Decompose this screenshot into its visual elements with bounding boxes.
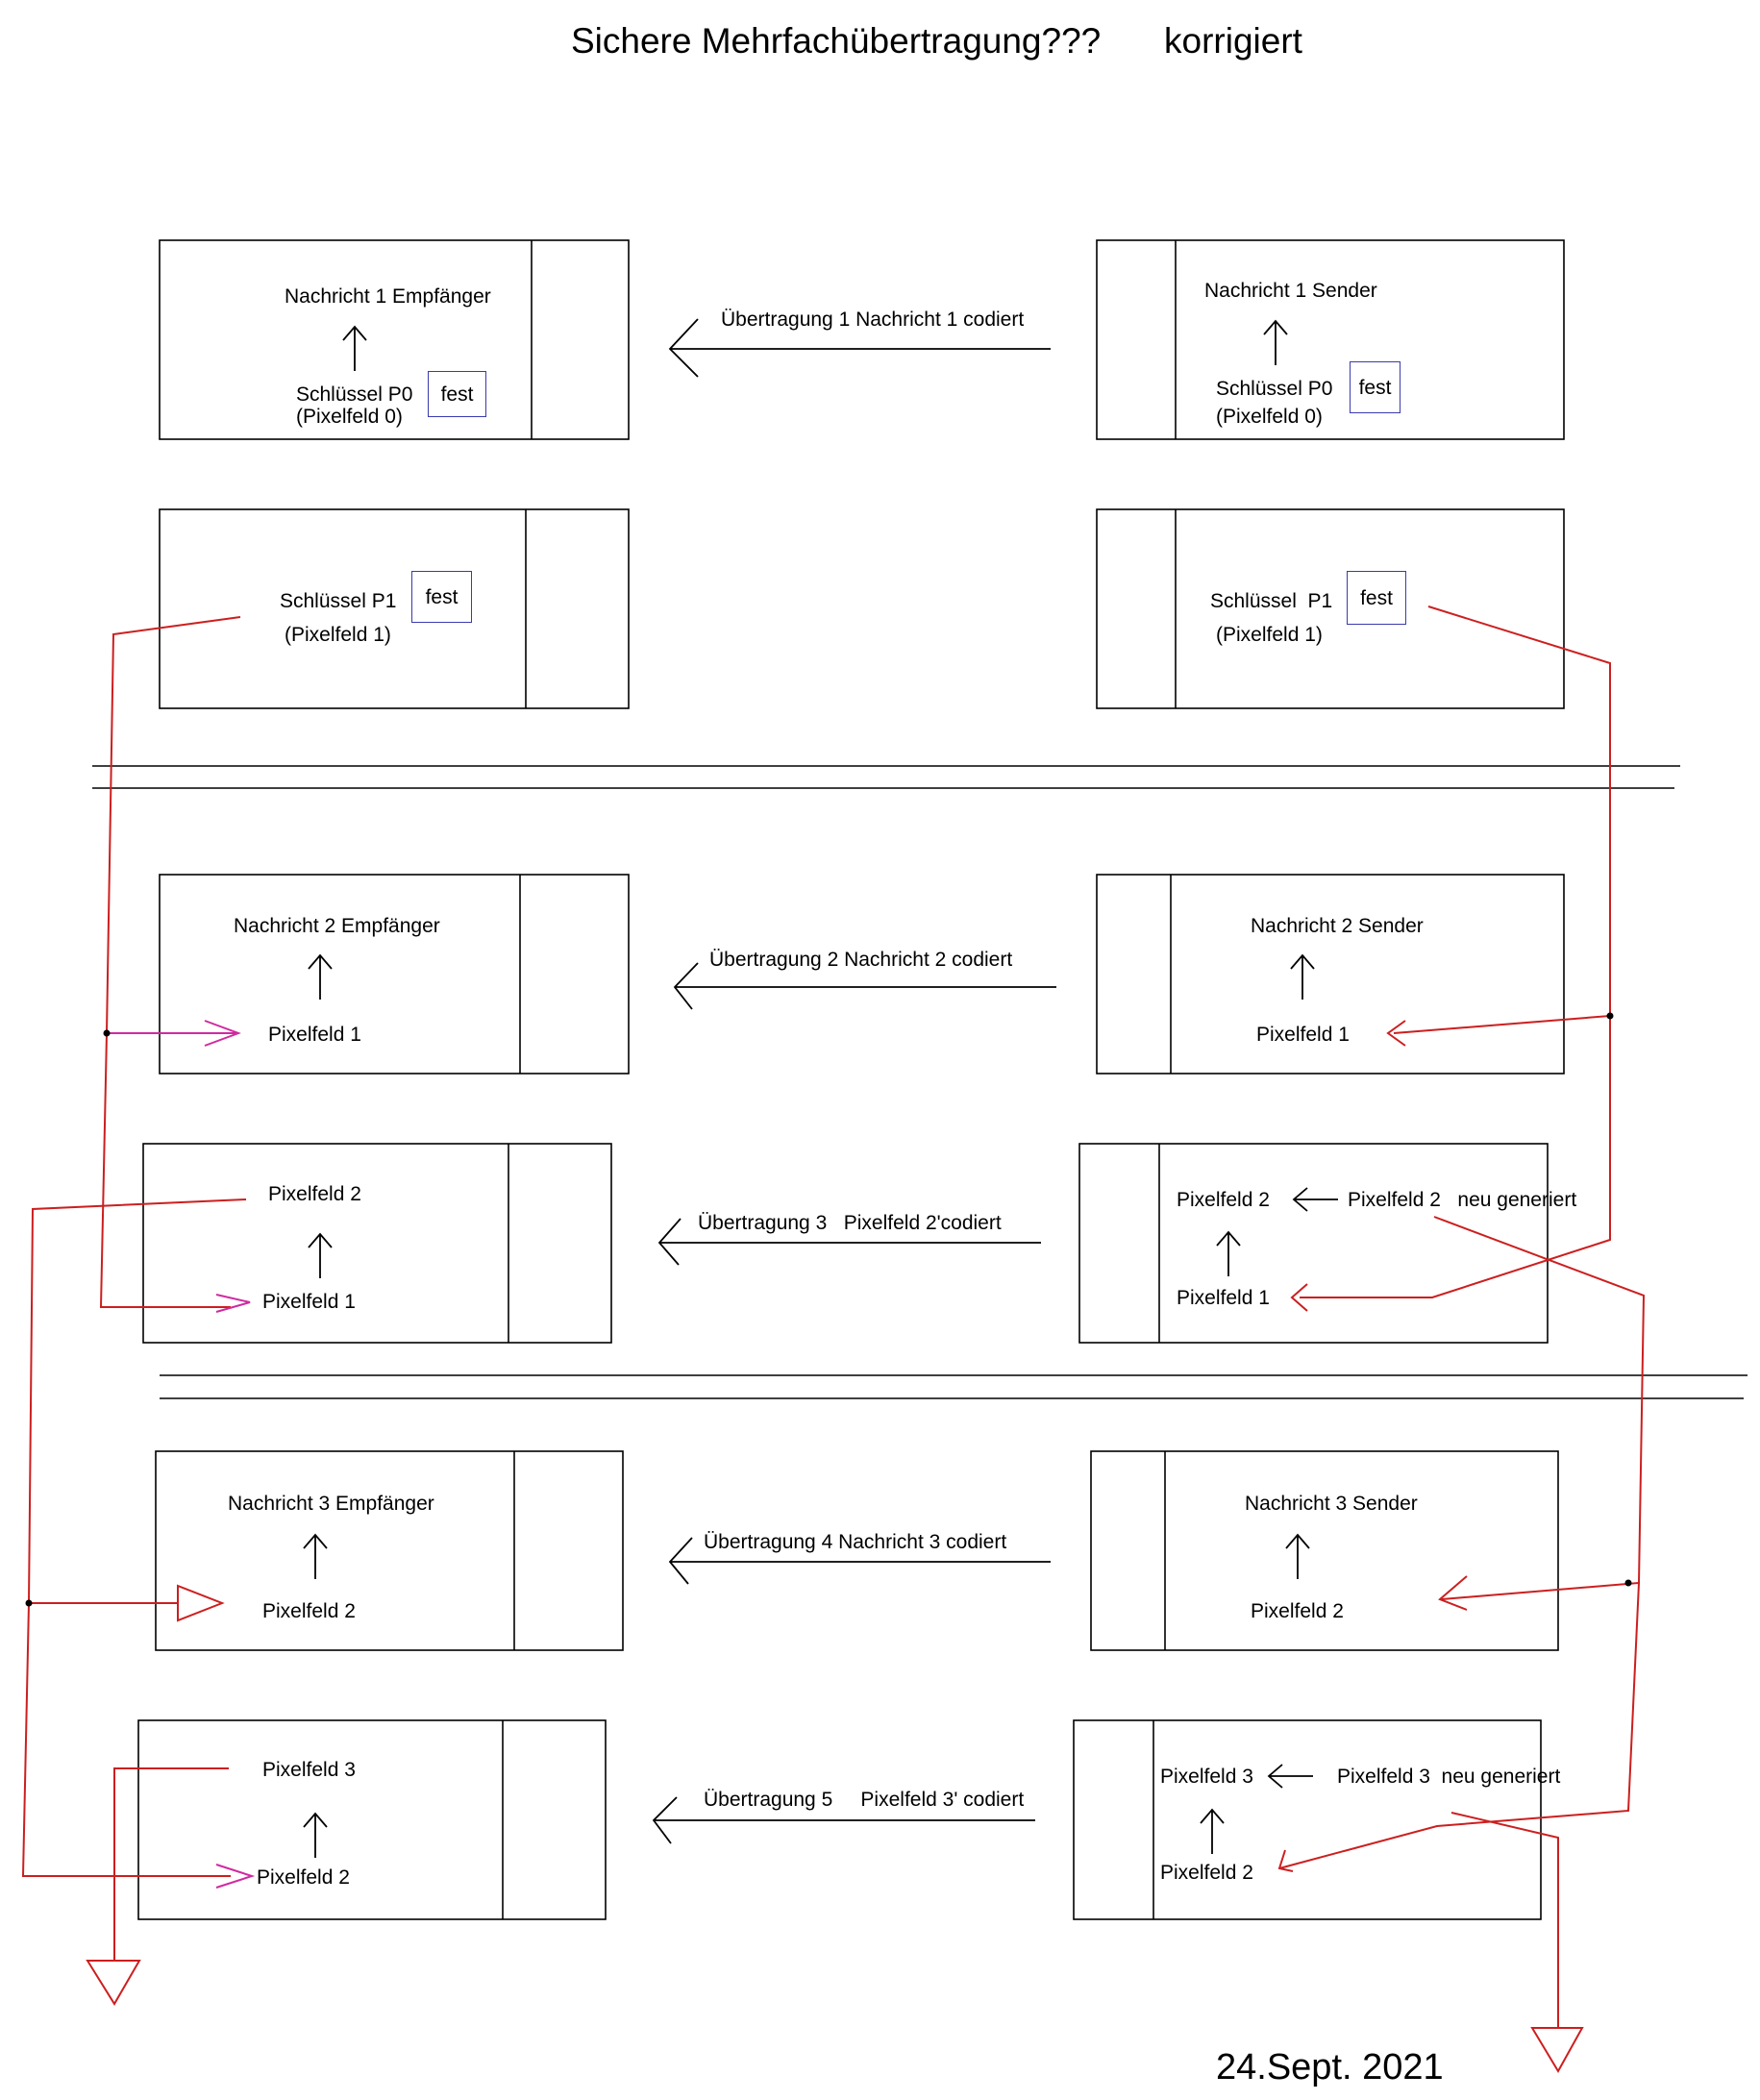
up-arrow-icon — [308, 953, 333, 1000]
left-arrow-icon — [668, 318, 1051, 378]
receiver-box-3 — [159, 874, 630, 1075]
sender-key-p0-sub: (Pixelfeld 0) — [1216, 406, 1323, 428]
receiver-key-p1-sub: (Pixelfeld 1) — [285, 624, 391, 646]
left-arrow-icon — [652, 1796, 1035, 1844]
receiver-box6-bottom: Pixelfeld 2 — [257, 1866, 350, 1889]
left-arrow-icon — [1290, 1283, 1308, 1312]
receiver-box4-top: Pixelfeld 2 — [268, 1183, 361, 1205]
sender-box-4 — [1078, 1143, 1549, 1344]
receiver-arrow-pf2-b — [215, 1864, 256, 1889]
receiver-arrow-pf1-b — [215, 1294, 251, 1313]
receiver-message-3-label: Nachricht 3 Empfänger — [228, 1493, 434, 1515]
separators — [92, 765, 1748, 1399]
junction-dot — [103, 1029, 111, 1037]
sender-key-p0-tag: fest — [1350, 361, 1401, 413]
receiver-key-p0-sub: (Pixelfeld 0) — [296, 406, 403, 428]
sender-box5-field: Pixelfeld 2 — [1251, 1600, 1344, 1622]
transmission-5-label: Übertragung 5 Pixelfeld 3' codiert — [704, 1789, 1025, 1811]
transmission-4-label: Übertragung 4 Nachricht 3 codiert — [704, 1531, 1007, 1553]
up-arrow-icon — [1263, 319, 1288, 365]
left-arrow-icon — [1277, 1849, 1294, 1872]
transmission-2-label: Übertragung 2 Nachricht 2 codiert — [709, 949, 1013, 971]
receiver-box3-field: Pixelfeld 1 — [268, 1024, 361, 1046]
junction-dot — [1606, 1012, 1614, 1020]
receiver-message-1-label: Nachricht 1 Empfänger — [285, 285, 491, 308]
up-arrow-icon — [1290, 953, 1315, 1000]
sender-path-pf2-branch — [1278, 1582, 1640, 1869]
receiver-key-p0-label: Schlüssel P0 — [296, 383, 413, 406]
junction-dot — [25, 1599, 33, 1607]
receiver-message-2-label: Nachricht 2 Empfänger — [234, 915, 440, 937]
receiver-box6-top: Pixelfeld 3 — [262, 1759, 356, 1781]
receiver-path-pf3 — [113, 1767, 229, 1961]
left-arrow-icon — [1292, 1187, 1338, 1212]
receiver-arrow-pf1 — [107, 1020, 241, 1047]
sender-box6-source: Pixelfeld 3 neu generiert — [1337, 1766, 1561, 1788]
up-arrow-icon — [1285, 1533, 1310, 1579]
sender-path-pf2 — [1433, 1216, 1646, 1600]
open-triangle-arrowhead-icon — [177, 1584, 225, 1622]
sender-path-p1 — [1393, 605, 1611, 1034]
sender-path-p1-branch — [1300, 1016, 1611, 1298]
sender-box3-field: Pixelfeld 1 — [1256, 1024, 1350, 1046]
sender-key-p1-tag: fest — [1347, 571, 1406, 625]
sender-key-p1-sub: (Pixelfeld 1) — [1216, 624, 1323, 646]
open-triangle-arrowhead-icon — [1530, 2027, 1584, 2073]
receiver-box-5 — [155, 1450, 624, 1651]
receiver-path-pf2 — [21, 1198, 247, 1877]
up-arrow-icon — [1216, 1230, 1241, 1276]
up-arrows — [303, 319, 1338, 1858]
receiver-box-1 — [159, 239, 630, 440]
left-arrow-icon — [668, 1537, 1051, 1585]
up-arrow-icon — [303, 1812, 328, 1858]
receiver-key-p0-tag: fest — [428, 371, 486, 417]
sender-box4-source: Pixelfeld 2 neu generiert — [1348, 1189, 1577, 1211]
up-arrow-icon — [303, 1533, 328, 1579]
transmission-3-label: Übertragung 3 Pixelfeld 2'codiert — [698, 1212, 1002, 1234]
red-key-paths — [21, 605, 1646, 2073]
receiver-key-p1-tag: fest — [411, 571, 472, 623]
sender-box-5 — [1090, 1450, 1559, 1651]
sender-box-6 — [1073, 1719, 1542, 1920]
junction-dots — [25, 1012, 1632, 1607]
sender-box-1 — [1096, 239, 1565, 440]
transmission-arrows — [652, 318, 1056, 1844]
receiver-box5-field: Pixelfeld 2 — [262, 1600, 356, 1622]
sender-box6-bottom: Pixelfeld 2 — [1160, 1862, 1253, 1884]
status-label: korrigiert — [1164, 21, 1302, 61]
sender-key-p1-label: Schlüssel P1 — [1210, 590, 1333, 612]
receiver-key-p1-label: Schlüssel P1 — [280, 590, 397, 612]
page-title: Sichere Mehrfachübertragung??? — [571, 21, 1102, 61]
magenta-arrows — [107, 1020, 256, 1889]
sender-box4-bottom: Pixelfeld 1 — [1177, 1287, 1270, 1309]
receiver-box-2 — [159, 508, 630, 709]
left-arrow-icon — [1267, 1764, 1313, 1789]
open-triangle-arrowhead-icon — [86, 1960, 141, 2006]
receiver-box-4 — [142, 1143, 612, 1344]
up-arrow-icon — [342, 325, 367, 371]
date-label: 24.Sept. 2021 — [1216, 2047, 1444, 2088]
up-arrow-icon — [1200, 1808, 1225, 1854]
sender-path-pf3 — [1450, 1812, 1559, 2028]
up-arrow-icon — [308, 1232, 333, 1278]
sender-key-p0-label: Schlüssel P0 — [1216, 378, 1333, 400]
receiver-box4-bottom: Pixelfeld 1 — [262, 1291, 356, 1313]
sender-box-2 — [1096, 508, 1565, 709]
sender-message-1-label: Nachricht 1 Sender — [1204, 280, 1377, 302]
sender-message-2-label: Nachricht 2 Sender — [1251, 915, 1424, 937]
sender-box4-top: Pixelfeld 2 — [1177, 1189, 1270, 1211]
left-arrow-icon — [673, 962, 1056, 1010]
sender-message-3-label: Nachricht 3 Sender — [1245, 1493, 1418, 1515]
left-arrow-icon — [1438, 1575, 1468, 1611]
left-arrow-icon — [1386, 1020, 1406, 1047]
receiver-box-6 — [137, 1719, 607, 1920]
junction-dot — [1624, 1579, 1632, 1587]
sender-box6-top: Pixelfeld 3 — [1160, 1766, 1253, 1788]
left-arrow-icon — [657, 1218, 1041, 1266]
transmission-1-label: Übertragung 1 Nachricht 1 codiert — [721, 309, 1025, 331]
sender-box-3 — [1096, 874, 1565, 1075]
boxes — [137, 239, 1565, 1920]
